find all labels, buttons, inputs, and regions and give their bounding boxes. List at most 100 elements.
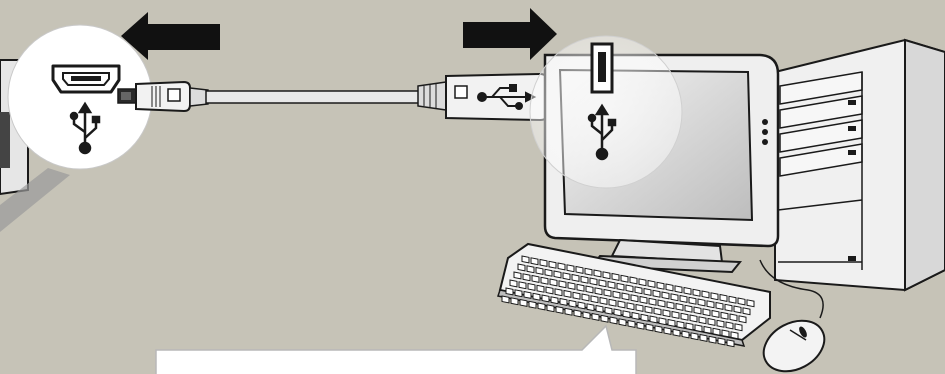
keyboard-key (556, 307, 563, 314)
keyboard-key (662, 292, 669, 299)
keyboard-key (648, 281, 655, 288)
keyboard-key (522, 256, 529, 263)
keyboard-key (506, 288, 513, 295)
keyboard-key (689, 297, 696, 304)
keyboard-key (666, 284, 673, 291)
keyboard-key (502, 296, 509, 303)
keyboard-key (659, 318, 666, 325)
keyboard-key (653, 290, 660, 297)
callout-text (168, 356, 618, 374)
keyboard-key (628, 321, 635, 328)
keyboard-key (515, 290, 522, 297)
keyboard-key (568, 283, 575, 290)
keyboard-key (540, 260, 547, 267)
keyboard-key (623, 311, 630, 318)
keyboard-key (712, 311, 719, 318)
keyboard-key (731, 332, 738, 339)
keyboard-key (654, 308, 661, 315)
keyboard-key (698, 299, 705, 306)
keyboard-key (691, 333, 698, 340)
keyboard-key (645, 306, 652, 313)
keyboard-key (594, 270, 601, 277)
keyboard-key (537, 285, 544, 292)
keyboard-key (703, 309, 710, 316)
keyboard-key (528, 284, 535, 291)
keyboard-key (627, 303, 634, 310)
keyboard-key (573, 292, 580, 299)
keyboard-key (567, 265, 574, 272)
keyboard-key (547, 305, 554, 312)
keyboard-key (717, 320, 724, 327)
keyboard-key (739, 316, 746, 323)
keyboard-key (675, 286, 682, 293)
keyboard-key (582, 294, 589, 301)
keyboard-key (734, 306, 741, 313)
keyboard-key (722, 330, 729, 337)
keyboard-key (640, 297, 647, 304)
keyboard-key (555, 289, 562, 296)
keyboard-key (595, 288, 602, 295)
keyboard-key (693, 289, 700, 296)
keyboard-key (578, 302, 585, 309)
keyboard-key (637, 322, 644, 329)
keyboard-key (542, 295, 549, 302)
keyboard-key (673, 329, 680, 336)
keyboard-key (639, 279, 646, 286)
keyboard-key (663, 310, 670, 317)
keyboard-key (520, 300, 527, 307)
keyboard-key (614, 309, 621, 316)
keyboard-key (702, 291, 709, 298)
keyboard-key (685, 305, 692, 312)
keyboard-key (524, 292, 531, 299)
keyboard-key (599, 280, 606, 287)
keyboard-key (699, 317, 706, 324)
keyboard-key (610, 317, 617, 324)
keyboard-key (565, 308, 572, 315)
keyboard-key (657, 282, 664, 289)
keyboard-key (558, 263, 565, 270)
keyboard-key (713, 328, 720, 335)
computer-port-zoom (530, 36, 682, 188)
keyboard-key (618, 301, 625, 308)
keyboard-key (668, 320, 675, 327)
keyboard-key (641, 314, 648, 321)
keyboard-key (523, 274, 530, 281)
keyboard-key (533, 293, 540, 300)
keyboard-key (646, 324, 653, 331)
keyboard-key (545, 269, 552, 276)
keyboard-key (681, 313, 688, 320)
keyboard-key (672, 312, 679, 319)
keyboard-key (612, 274, 619, 281)
keyboard-key (707, 301, 714, 308)
keyboard-key (586, 286, 593, 293)
keyboard-key (738, 298, 745, 305)
keyboard-key (636, 305, 643, 312)
keyboard-key (550, 279, 557, 286)
keyboard-key (716, 303, 723, 310)
computer-tower (775, 40, 945, 290)
keyboard-key (704, 327, 711, 334)
keyboard-key (677, 321, 684, 328)
keyboard-key (587, 304, 594, 311)
keyboard-key (574, 310, 581, 317)
keyboard-key (596, 306, 603, 313)
keyboard-key (591, 296, 598, 303)
keyboard-key (721, 312, 728, 319)
keyboard-key (727, 340, 734, 347)
keyboard-key (613, 291, 620, 298)
keyboard-key (532, 276, 539, 283)
keyboard-key (743, 308, 750, 315)
keyboard-key (720, 295, 727, 302)
keyboard-key (630, 277, 637, 284)
keyboard-key (617, 283, 624, 290)
keyboard-key (631, 295, 638, 302)
keyboard-key (735, 324, 742, 331)
keyboard-key (655, 326, 662, 333)
keyboard-key (569, 300, 576, 307)
keyboard-key (684, 288, 691, 295)
keyboard-key (563, 273, 570, 280)
keyboard-key (581, 276, 588, 283)
keyboard-key (725, 304, 732, 311)
keyboard-key (576, 267, 583, 274)
